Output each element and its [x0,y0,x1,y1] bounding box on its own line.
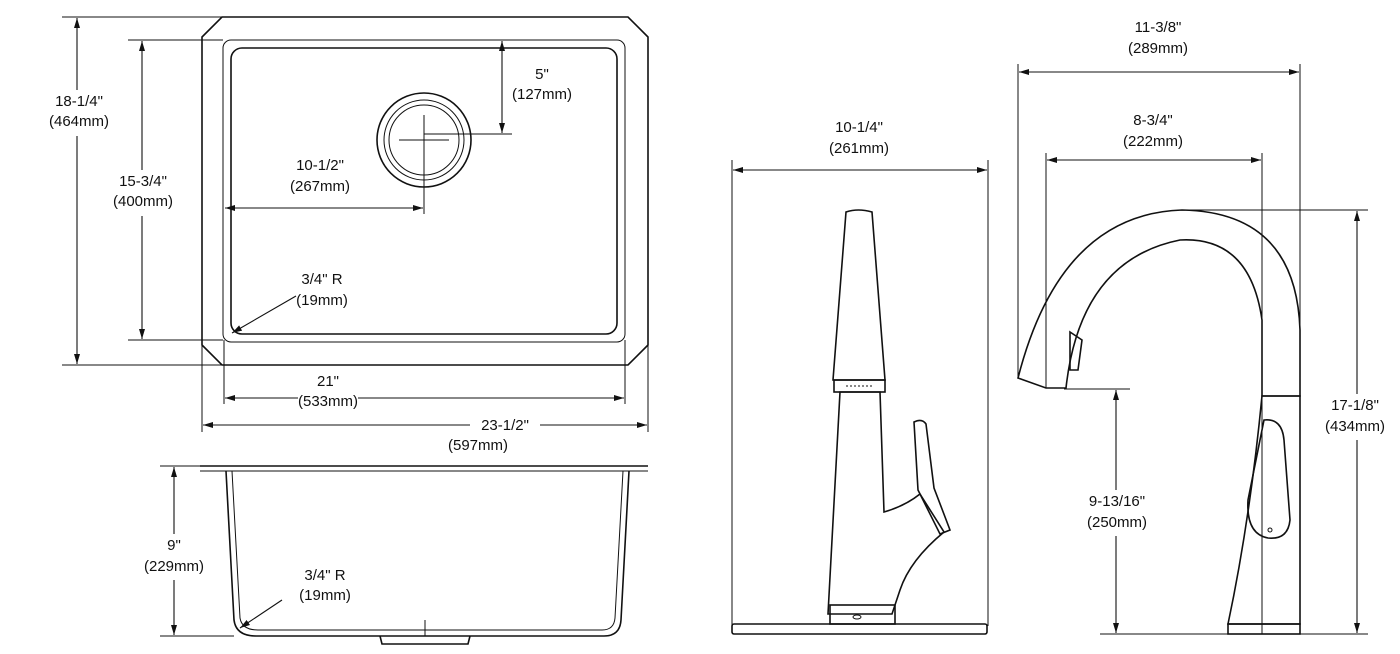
section-radius-imperial: 3/4" R [304,567,345,584]
bowl-height-metric: (229mm) [144,558,204,575]
drain-front-metric: (127mm) [512,86,572,103]
bowl-depth-metric: (400mm) [113,193,173,210]
sink-section-view: 9" (229mm) 3/4" R (19mm) [140,465,648,645]
overall-depth-imperial: 18-1/4" [55,93,103,110]
overall-height-imperial: 17-1/8" [1331,397,1379,414]
deck-plate [731,623,988,635]
bowl-height-imperial: 9" [167,537,181,554]
section-radius-leader [239,599,283,629]
bowl-depth-imperial: 15-3/4" [119,173,167,190]
faucet-front-view: 10-1/4" (261mm) [731,119,989,635]
spout-reach-imperial: 8-3/4" [1133,112,1173,129]
overall-reach-imperial: 11-3/8" [1135,19,1182,36]
plate-width-imperial: 10-1/4" [835,119,883,136]
spout-height-imperial: 9-13/16" [1089,493,1145,510]
overall-width-imperial: 23-1/2" [481,417,529,434]
overall-height-metric: (434mm) [1325,418,1385,435]
spout-reach-metric: (222mm) [1123,133,1183,150]
plate-width-metric: (261mm) [829,140,889,157]
drain-front-imperial: 5" [535,66,549,83]
sink-rim-outline [201,16,649,366]
overall-width-metric: (597mm) [448,437,508,454]
corner-radius-leader [231,295,297,334]
faucet-spray-head [832,209,886,381]
side-handle [1247,419,1291,539]
sink-top-view: 18-1/4" (464mm) 15-3/4" (400mm) 5" (127m… [49,16,649,454]
overall-reach-metric: (289mm) [1128,40,1188,57]
drain-side-metric: (267mm) [290,178,350,195]
corner-radius-imperial: 3/4" R [301,271,342,288]
bowl-width-metric: (533mm) [298,393,358,410]
drain-outlet-icon [379,635,471,645]
faucet-handle [913,419,952,536]
sink-bowl-outline [230,47,618,335]
faucet-side-view: 11-3/8" (289mm) 8-3/4" (222mm) 17-1/8" (… [1017,19,1385,635]
spray-button-icon [1069,330,1083,371]
section-radius-metric: (19mm) [299,587,351,604]
drain-side-imperial: 10-1/2" [296,157,344,174]
sink-bowl-section-outline [225,470,630,637]
bowl-width-imperial: 21" [317,373,339,390]
overall-depth-metric: (464mm) [49,113,109,130]
faucet-spout [1017,209,1301,397]
spout-height-metric: (250mm) [1087,514,1147,531]
corner-radius-metric: (19mm) [296,292,348,309]
